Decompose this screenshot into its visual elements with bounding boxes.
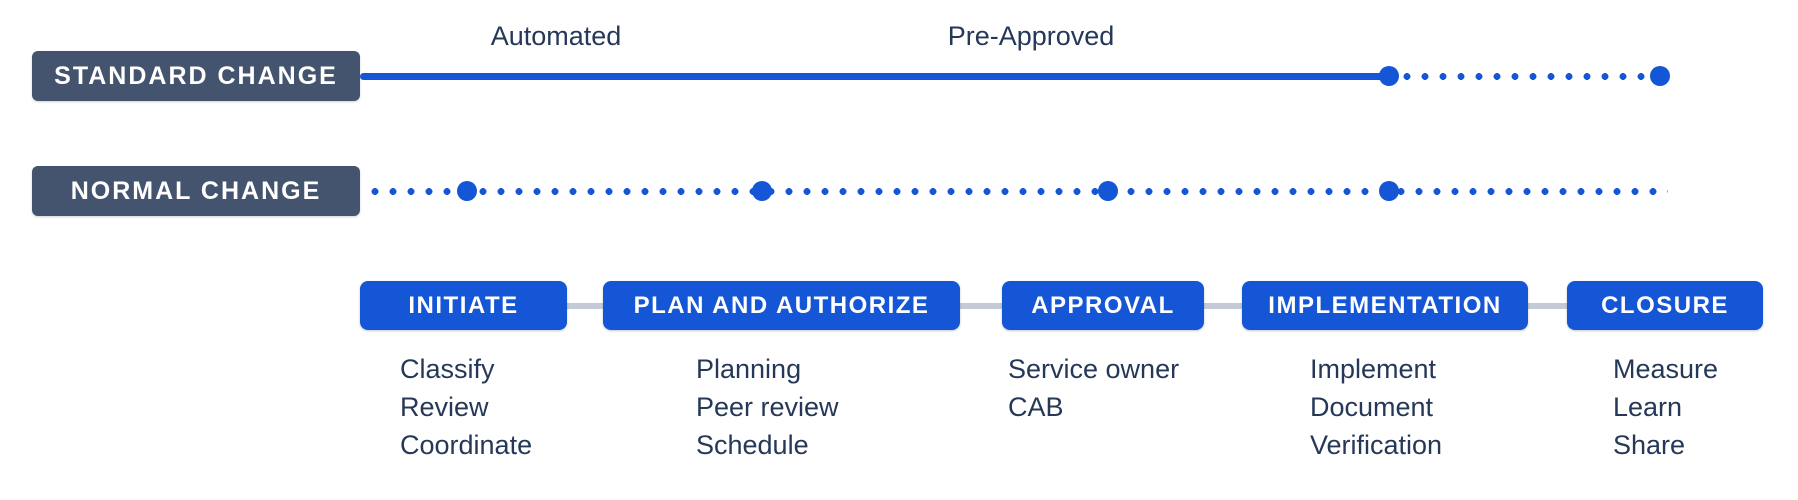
annotation-pre-approved: Pre-Approved bbox=[947, 21, 1115, 51]
phase-box-implementation: IMPLEMENTATION bbox=[1242, 281, 1528, 330]
phase-box-initiate: INITIATE bbox=[360, 281, 567, 330]
phase-connector bbox=[567, 303, 603, 309]
task-list-approval: Service owner CAB bbox=[1008, 350, 1179, 426]
task-item: Coordinate bbox=[400, 430, 533, 460]
task-item: Schedule bbox=[696, 430, 809, 460]
milestone-dot bbox=[1650, 66, 1670, 86]
task-item: Document bbox=[1310, 392, 1434, 422]
task-list-closure: Measure Learn Share bbox=[1613, 350, 1718, 464]
task-item: Peer review bbox=[696, 392, 839, 422]
annotation-automated: Automated bbox=[490, 21, 622, 51]
milestone-dot bbox=[1379, 181, 1399, 201]
task-item: Classify bbox=[400, 354, 495, 384]
phase-box-closure: CLOSURE bbox=[1567, 281, 1763, 330]
phase-connector bbox=[1528, 303, 1567, 309]
normal-change-badge: NORMAL CHANGE bbox=[32, 166, 360, 216]
standard-change-badge: STANDARD CHANGE bbox=[32, 51, 360, 101]
milestone-dot bbox=[1379, 66, 1399, 86]
task-item: CAB bbox=[1008, 392, 1064, 422]
milestone-dot bbox=[457, 181, 477, 201]
task-item: Learn bbox=[1613, 392, 1683, 422]
phase-connector bbox=[1204, 303, 1242, 309]
phase-connector bbox=[960, 303, 1002, 309]
milestone-dot bbox=[1098, 181, 1118, 201]
task-item: Implement bbox=[1310, 354, 1437, 384]
phase-box-approval: APPROVAL bbox=[1002, 281, 1204, 330]
task-list-implementation: Implement Document Verification bbox=[1310, 350, 1442, 464]
milestone-dot bbox=[752, 181, 772, 201]
task-list-initiate: Classify Review Coordinate bbox=[400, 350, 532, 464]
normal-change-dotted-line bbox=[366, 188, 1668, 195]
task-list-plan-and-authorize: Planning Peer review Schedule bbox=[696, 350, 839, 464]
task-item: Verification bbox=[1310, 430, 1443, 460]
standard-change-dotted-line bbox=[1398, 73, 1648, 80]
task-item: Review bbox=[400, 392, 489, 422]
standard-change-solid-line bbox=[360, 73, 1390, 80]
phase-box-plan-and-authorize: PLAN AND AUTHORIZE bbox=[603, 281, 960, 330]
task-item: Service owner bbox=[1008, 354, 1180, 384]
task-item: Measure bbox=[1613, 354, 1719, 384]
task-item: Share bbox=[1613, 430, 1686, 460]
task-item: Planning bbox=[696, 354, 802, 384]
